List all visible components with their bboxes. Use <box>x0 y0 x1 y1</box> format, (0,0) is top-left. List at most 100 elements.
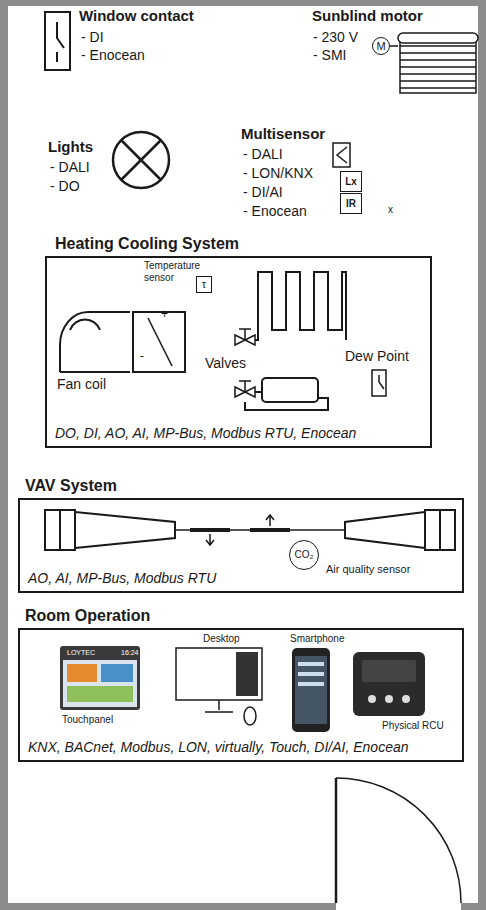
vav-unit-symbol <box>75 512 175 548</box>
room-control-unit <box>353 652 425 716</box>
screen-text: 16:24 <box>121 649 139 657</box>
room-control-unit <box>353 652 425 716</box>
system-box: Room OperationKNX, BACnet, Modbus, LON, … <box>18 628 464 762</box>
smartphone-device <box>292 648 330 732</box>
sensor-box: Lx <box>340 171 362 192</box>
part-label: Fan coil <box>57 376 106 392</box>
desktop-device <box>236 652 258 696</box>
touchpanel-device <box>67 664 97 682</box>
sensor-circle: CO₂Air quality sensor <box>289 540 319 570</box>
dew-point-symbol <box>372 370 386 396</box>
fan-coil-symbol <box>60 312 130 372</box>
part-label: Dew Point <box>345 348 409 364</box>
symbol-text: IR <box>346 199 356 209</box>
protocol-item: - DALI <box>50 159 90 175</box>
radiator-symbol <box>262 378 318 402</box>
system-box: CO₂Air quality sensorVAV SystemAO, AI, M… <box>18 498 464 593</box>
window-contact-symbol <box>57 22 64 62</box>
device-label: Desktop <box>203 633 240 645</box>
smartphone-device <box>292 648 330 732</box>
smartphone-device <box>298 672 324 676</box>
desktop-device <box>176 648 262 700</box>
sensor-label: Temperature sensor <box>144 260 204 283</box>
sensor-box: Temperature sensorτ <box>196 276 212 293</box>
device-label: Smartphone <box>290 633 344 645</box>
sunblind-symbol <box>400 46 476 88</box>
multisensor-symbol <box>337 147 347 163</box>
system-heading: Heating Cooling System <box>55 235 239 253</box>
sunblind-symbol <box>400 38 476 93</box>
device-label: Physical RCU <box>382 720 444 732</box>
sensor-box: IR <box>340 193 362 214</box>
desktop-device <box>205 700 233 712</box>
polarity-sign: - <box>140 350 144 364</box>
light-symbol <box>121 140 161 180</box>
vav-unit-symbol <box>175 529 345 531</box>
wall <box>478 0 486 910</box>
symbol-text: τ <box>202 279 206 290</box>
room-control-unit <box>402 695 410 703</box>
protocol-item: - DO <box>50 178 80 194</box>
touchpanel-device <box>60 646 140 710</box>
device-heading: Lights <box>48 138 93 155</box>
symbol-text: M <box>376 41 385 52</box>
smartphone-device <box>298 662 324 666</box>
vav-unit-symbol <box>45 510 455 550</box>
device-heading: Window contact <box>79 7 194 24</box>
sensor-label: Air quality sensor <box>326 563 410 576</box>
protocol-list: AO, AI, MP-Bus, Modbus RTU <box>28 570 216 586</box>
door <box>336 778 461 903</box>
protocol-item: - SMI <box>313 47 346 63</box>
light-symbol <box>113 132 169 188</box>
system-heading: Room Operation <box>25 607 150 625</box>
screen-text: LOYTEC <box>67 649 95 657</box>
touchpanel-device <box>60 646 140 710</box>
system-heading: VAV System <box>25 477 117 495</box>
multisensor-symbol <box>333 143 350 167</box>
smartphone-device <box>298 682 324 686</box>
protocol-item: - 230 V <box>313 29 358 45</box>
sunblind-symbol <box>398 33 478 43</box>
desktop-device <box>176 648 262 725</box>
touchpanel-device <box>67 686 133 702</box>
vav-unit-symbol <box>190 528 290 532</box>
radiator-symbol <box>245 272 346 410</box>
fan-coil-symbol <box>133 312 185 372</box>
fan-coil-symbol <box>70 320 100 330</box>
device-label: Touchpanel <box>62 714 113 726</box>
protocol-item: - DALI <box>243 146 283 162</box>
vav-unit-symbol <box>206 515 274 545</box>
fan-coil-symbol <box>148 318 172 366</box>
part-label: Valves <box>205 355 246 371</box>
door <box>335 778 338 903</box>
vav-unit-symbol <box>439 510 441 550</box>
radiator-symbol <box>255 272 346 340</box>
touchpanel-device <box>101 664 133 682</box>
protocol-list: KNX, BACnet, Modbus, LON, virtually, Tou… <box>28 739 409 755</box>
room-control-unit <box>368 695 376 703</box>
vav-unit-symbol <box>425 510 455 550</box>
vav-unit-symbol <box>345 512 425 548</box>
device-heading: Sunblind motor <box>312 7 423 24</box>
valve-symbol <box>239 329 251 340</box>
wall <box>0 903 336 910</box>
vav-unit-symbol <box>59 510 61 550</box>
valve-symbol <box>239 381 251 392</box>
protocol-list: DO, DI, AO, AI, MP-Bus, Modbus RTU, Enoc… <box>55 425 356 441</box>
vav-unit-symbol <box>45 510 75 550</box>
window-contact-symbol <box>45 12 70 70</box>
mark: x <box>388 204 393 216</box>
protocol-item: - DI <box>81 29 104 45</box>
window-contact-symbol <box>45 12 70 70</box>
polarity-sign: + <box>161 308 168 322</box>
protocol-item: - LON/KNX <box>243 165 313 181</box>
device-heading: Multisensor <box>241 125 325 142</box>
wall <box>0 0 8 910</box>
dew-point-symbol <box>379 375 384 389</box>
radiator-symbol <box>245 392 328 410</box>
sunblind-symbol <box>390 45 398 47</box>
motor-circle: M <box>372 37 390 55</box>
symbol-text: CO₂ <box>295 550 314 560</box>
